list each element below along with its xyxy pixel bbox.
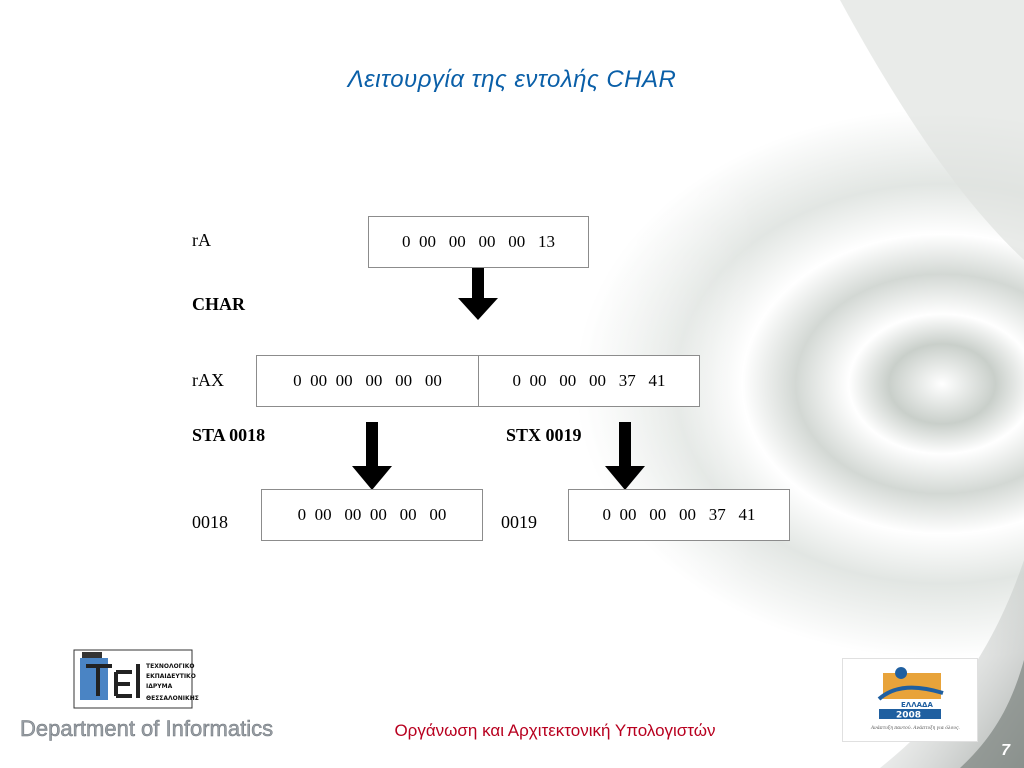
memory-0018-cell: 0 00 00 00 00 00 bbox=[261, 489, 483, 541]
greece-2008-emblem-icon: ΕΛΛΑΔΑ 2008 Ανάπτυξη παντού. Ανάπτυξη γι… bbox=[870, 667, 960, 731]
tei-logo: ΤΕΧΝΟΛΟΓΙΚΟ ΕΚΠΑΙΔΕΥΤΙΚΟ ΙΔΡΥΜΑ ΘΕΣΣΑΛΟΝ… bbox=[20, 648, 290, 748]
tei-emblem-icon: ΤΕΧΝΟΛΟΓΙΚΟ ΕΚΠΑΙΔΕΥΤΙΚΟ ΙΔΡΥΜΑ ΘΕΣΣΑΛΟΝ… bbox=[20, 649, 273, 741]
char-instruction-label: CHAR bbox=[192, 294, 245, 314]
arrow-down-icon bbox=[605, 422, 645, 490]
greece-2008-logo: ΕΛΛΑΔΑ 2008 Ανάπτυξη παντού. Ανάπτυξη γι… bbox=[842, 658, 978, 742]
arrow-down-icon bbox=[458, 268, 498, 320]
rax-left-value: 0 00 00 00 00 00 bbox=[293, 371, 442, 390]
greece-tagline: Ανάπτυξη παντού. Ανάπτυξη για όλους. bbox=[870, 726, 960, 731]
ra-value: 0 00 00 00 00 13 bbox=[402, 232, 555, 251]
rax-right-half: 0 00 00 00 37 41 bbox=[478, 356, 699, 406]
tei-text-line-2: ΕΚΠΑΙΔΕΥΤΙΚΟ bbox=[146, 673, 196, 680]
memory-0019-value: 0 00 00 00 37 41 bbox=[602, 505, 756, 524]
rax-left-half: 0 00 00 00 00 00 bbox=[257, 356, 478, 406]
greece-year: 2008 bbox=[896, 711, 921, 721]
department-wordmark: Department of Informatics bbox=[20, 716, 273, 741]
tei-text-line-4: ΘΕΣΣΑΛΟΝΙΚΗΣ bbox=[146, 695, 199, 702]
memory-0019-cell: 0 00 00 00 37 41 bbox=[568, 489, 790, 541]
greece-name: ΕΛΛΑΔΑ bbox=[901, 701, 933, 709]
address-0018-label: 0018 bbox=[192, 512, 228, 532]
arrow-down-icon bbox=[352, 422, 392, 490]
page-number: 7 bbox=[1001, 742, 1010, 759]
ra-register: 0 00 00 00 00 13 bbox=[368, 216, 589, 268]
ra-label: rA bbox=[192, 230, 211, 250]
footer-course-title: Οργάνωση και Αρχιτεκτονική Υπολογιστών bbox=[394, 721, 716, 740]
stx-instruction-label: STX 0019 bbox=[506, 425, 582, 445]
sta-instruction-label: STA 0018 bbox=[192, 425, 266, 445]
memory-0018-value: 0 00 00 00 00 00 bbox=[297, 505, 447, 524]
rax-right-value: 0 00 00 00 37 41 bbox=[512, 371, 666, 390]
address-0019-label: 0019 bbox=[501, 512, 537, 532]
tei-text-line-1: ΤΕΧΝΟΛΟΓΙΚΟ bbox=[146, 663, 195, 670]
rax-register: 0 00 00 00 00 00 0 00 00 00 37 41 bbox=[256, 355, 700, 407]
rax-label: rAX bbox=[192, 370, 224, 390]
slide-title: Λειτουργία της εντολής CHAR bbox=[347, 66, 677, 93]
tei-text-line-3: ΙΔΡΥΜΑ bbox=[146, 683, 173, 690]
